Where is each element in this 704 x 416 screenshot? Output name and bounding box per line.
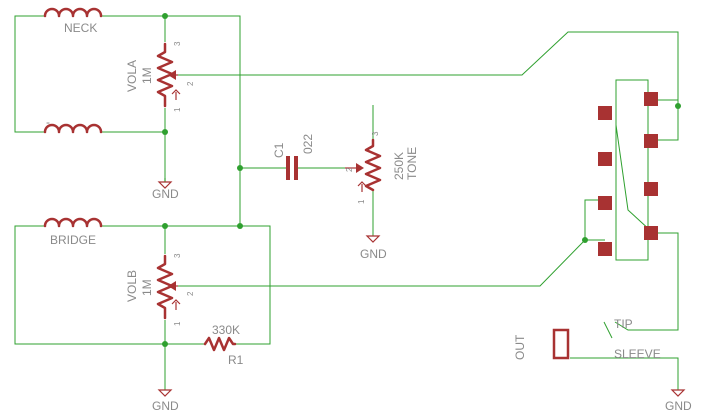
neck-coil-top bbox=[43, 7, 103, 18]
resistor-r1 bbox=[203, 336, 237, 352]
label-r1-value: 330K bbox=[212, 323, 240, 337]
label-volb-name: VOLB bbox=[125, 270, 139, 302]
label-tone-name: TONE bbox=[405, 147, 419, 180]
label-sleeve: SLEEVE bbox=[614, 347, 661, 361]
pin-volb-1: 1 bbox=[173, 321, 182, 326]
junction-bridge-bottom bbox=[162, 341, 168, 347]
jack-pad bbox=[598, 152, 612, 166]
pin-volb-3: 3 bbox=[173, 253, 182, 258]
label-gnd-tone: GND bbox=[360, 247, 387, 261]
tone-potentiometer bbox=[345, 138, 382, 192]
junction-neck-bottom bbox=[162, 129, 168, 135]
pin-volb-2: 2 bbox=[186, 291, 195, 296]
junction-neck-top bbox=[162, 13, 168, 19]
pin-vola-3: 3 bbox=[173, 41, 182, 46]
wires bbox=[14, 15, 679, 390]
neck-coil-bottom bbox=[43, 123, 103, 134]
label-neck-dash: - bbox=[46, 115, 50, 129]
wire-neck-left bbox=[14, 15, 45, 133]
gnd-symbol-vola bbox=[157, 178, 173, 189]
label-r1-name: R1 bbox=[228, 353, 244, 367]
pin-tone-2: 2 bbox=[345, 167, 354, 172]
wire-neck-top-bus bbox=[102, 15, 241, 228]
capacitor-c1 bbox=[286, 156, 298, 180]
label-out: OUT bbox=[513, 334, 527, 360]
jack-body-outline bbox=[615, 79, 649, 261]
label-gnd-jack: GND bbox=[665, 399, 692, 413]
pin-vola-1: 1 bbox=[173, 107, 182, 112]
label-c1-value: 022 bbox=[301, 134, 315, 154]
wire-bridge-right bbox=[102, 225, 271, 345]
volb-potentiometer bbox=[156, 254, 181, 320]
junction-cap bbox=[237, 165, 243, 171]
jack-pad bbox=[598, 106, 612, 120]
jack-pad bbox=[644, 226, 658, 240]
label-tip: TIP bbox=[614, 317, 633, 331]
gnd-symbol-volb bbox=[157, 389, 173, 397]
jack-pad bbox=[598, 196, 612, 210]
jack-pad bbox=[644, 134, 658, 148]
junction-jack-left bbox=[582, 237, 588, 243]
label-c1-name: C1 bbox=[272, 142, 286, 158]
junction-bus-bridge bbox=[237, 223, 243, 229]
wire-volb-wiper bbox=[178, 239, 605, 287]
junction-bridge-top bbox=[162, 223, 168, 229]
label-volb-value: 1M bbox=[140, 279, 154, 296]
gnd-symbol-jack bbox=[670, 389, 686, 397]
label-bridge: BRIDGE bbox=[50, 233, 96, 247]
pin-tone-3: 3 bbox=[371, 131, 380, 136]
out-connector bbox=[552, 328, 570, 360]
wire-jack-right-a bbox=[652, 99, 679, 141]
junctions bbox=[162, 13, 681, 347]
junction-jack-right bbox=[675, 103, 681, 109]
jack-pads bbox=[598, 92, 658, 256]
label-neck: NECK bbox=[64, 21, 97, 35]
pin-vola-2: 2 bbox=[186, 81, 195, 86]
wire-tip-hook bbox=[603, 321, 613, 339]
label-vola-name: VOLA bbox=[125, 60, 139, 92]
wire-sleeve bbox=[570, 357, 679, 390]
pin-tone-1: 1 bbox=[357, 199, 366, 204]
gnd-symbol-tone bbox=[365, 235, 381, 243]
wire-bridge-left bbox=[14, 225, 165, 345]
jack-pad bbox=[644, 92, 658, 106]
label-gnd-volb: GND bbox=[152, 399, 179, 413]
wire-tip bbox=[614, 232, 679, 331]
label-vola-value: 1M bbox=[140, 67, 154, 84]
jack-pad bbox=[644, 182, 658, 196]
label-tone-value: 250K bbox=[392, 152, 406, 180]
wire-vola-wiper bbox=[178, 31, 679, 106]
bridge-coil bbox=[43, 217, 103, 228]
jack-pad bbox=[598, 242, 612, 256]
label-gnd-vola: GND bbox=[152, 187, 179, 201]
vola-potentiometer bbox=[156, 42, 181, 108]
